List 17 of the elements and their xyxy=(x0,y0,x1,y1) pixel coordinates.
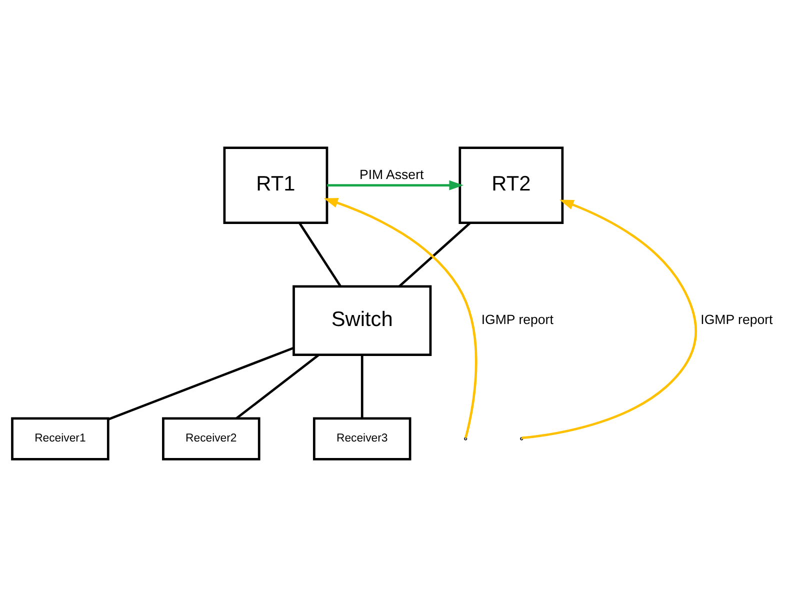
arrow xyxy=(324,198,478,438)
node-box: Receiver3 xyxy=(312,416,412,460)
edge-label: IGMP report xyxy=(700,312,773,327)
edge-label: PIM Assert xyxy=(359,166,424,182)
connector xyxy=(108,346,294,420)
arrow xyxy=(327,180,464,190)
node-box: RT1 xyxy=(223,146,328,224)
node-box: Receiver2 xyxy=(162,416,260,460)
connector xyxy=(360,354,364,418)
connector xyxy=(398,222,471,287)
node-box: RT2 xyxy=(458,146,564,224)
node-box: Receiver1 xyxy=(11,416,110,460)
connector xyxy=(298,222,342,286)
arrow xyxy=(522,199,697,439)
edge-label: IGMP report xyxy=(481,312,554,327)
node-box: Switch xyxy=(292,284,432,356)
connector xyxy=(236,353,320,419)
